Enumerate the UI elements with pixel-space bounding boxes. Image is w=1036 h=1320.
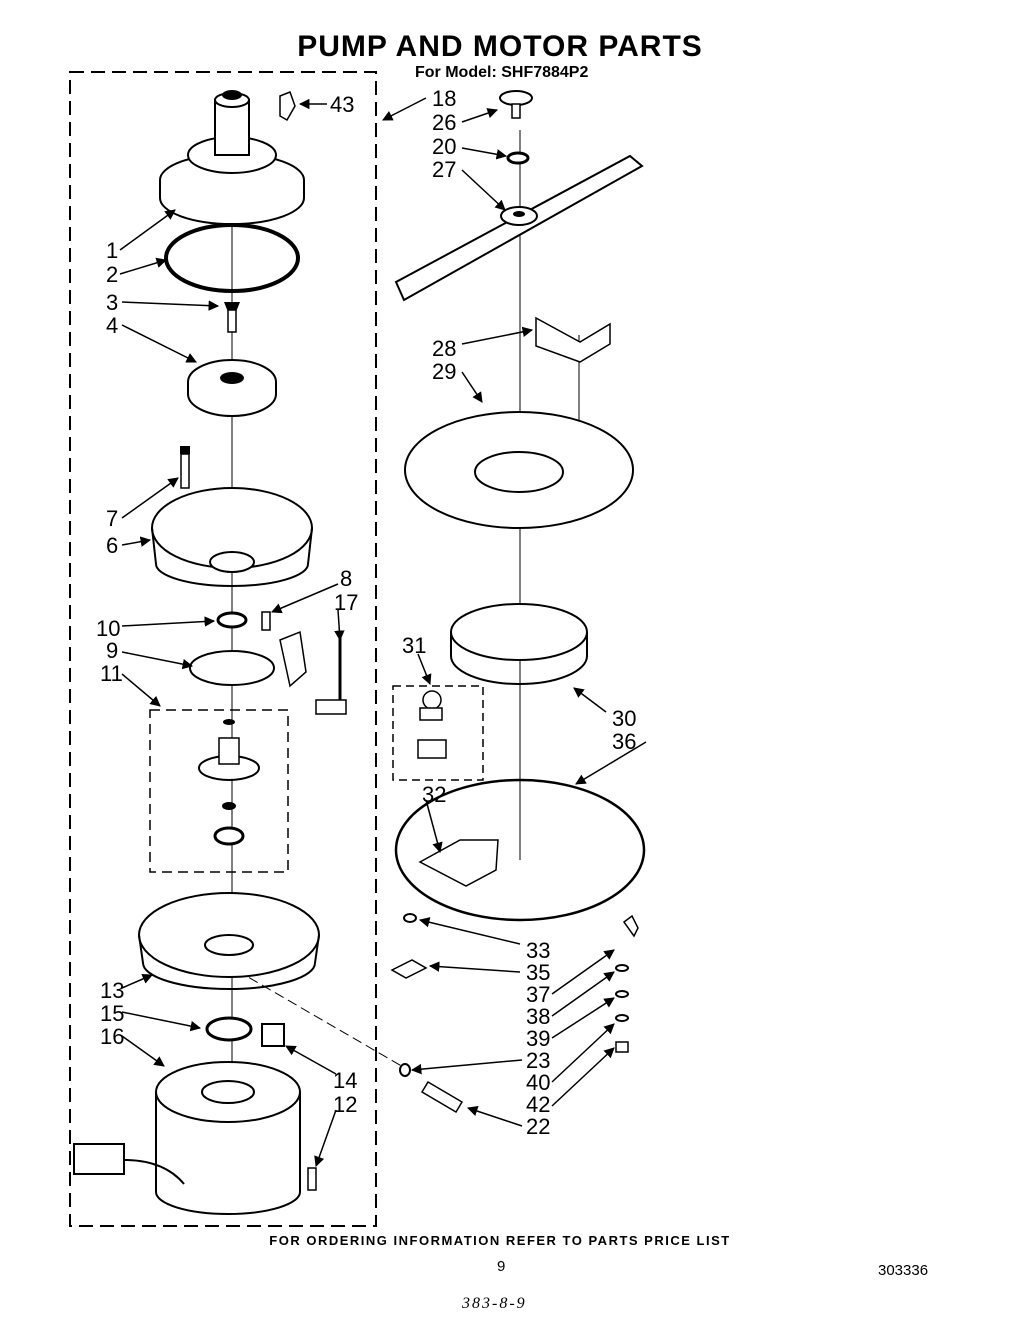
callout-39: 39: [526, 1026, 550, 1051]
seal-part-15: [205, 1016, 253, 1042]
motor-mount-part-13: [138, 892, 320, 990]
callout-3: 3: [106, 290, 118, 315]
bracket-part-35: [390, 959, 428, 979]
callout-23: 23: [526, 1048, 550, 1073]
screw-part-3: [224, 302, 240, 333]
callout-1: 1: [106, 238, 118, 263]
callout-27: 27: [432, 157, 456, 182]
callout-2: 2: [106, 262, 118, 287]
fitting-part-22: [420, 1080, 464, 1114]
spray-arm-part-27: [394, 154, 644, 302]
pump-assembly-box: [69, 71, 377, 1227]
callout-30: 30: [612, 706, 636, 731]
callout-33: 33: [526, 938, 550, 963]
callout-11: 11: [100, 661, 123, 686]
callout-40: 40: [526, 1070, 550, 1095]
callout-18: 18: [432, 86, 456, 111]
filter-part-29: [404, 411, 634, 529]
housing-part-6: [151, 487, 313, 587]
seal-ring-part-30: [450, 603, 588, 685]
parts-31-box: [392, 685, 484, 781]
callout-14: 14: [333, 1068, 357, 1093]
callout-10: 10: [96, 616, 120, 641]
callout-29: 29: [432, 359, 456, 384]
callout-26: 26: [432, 110, 456, 135]
handwritten-note: 383-8-9: [462, 1295, 527, 1312]
nut-part-33: [403, 913, 417, 923]
callout-12: 12: [333, 1092, 357, 1117]
sensor-part-17: [315, 636, 347, 715]
callout-22: 22: [526, 1114, 550, 1139]
callout-28: 28: [432, 336, 456, 361]
callout-37: 37: [526, 982, 550, 1007]
screw-part-8: [261, 611, 271, 631]
block-part-14: [261, 1023, 285, 1047]
callout-15: 15: [100, 1001, 124, 1026]
callout-31: 31: [402, 633, 426, 658]
ordering-footer: FOR ORDERING INFORMATION REFER TO PARTS …: [269, 1233, 731, 1248]
callout-9: 9: [106, 638, 118, 663]
callout-17: 17: [334, 590, 358, 615]
callout-36: 36: [612, 729, 636, 754]
callout-8: 8: [340, 566, 352, 591]
bracket-part-9: [279, 630, 307, 688]
callout-7: 7: [106, 506, 118, 531]
callout-16: 16: [100, 1024, 124, 1049]
motor-part-16: [73, 1061, 301, 1215]
page-number: 9: [497, 1258, 506, 1275]
leader-lines: [119, 97, 647, 1167]
callout-13: 13: [100, 978, 124, 1003]
hardware-stack-37-42: [615, 914, 639, 1053]
impeller-kit-box: [149, 709, 289, 873]
callout-43: 43: [330, 92, 354, 117]
callout-6: 6: [106, 533, 118, 558]
washer-part-20: [506, 151, 530, 165]
callout-labels: 43 1 2 3 4 7 6 8 17 10 9 11 13 15 16 14 …: [96, 86, 636, 1139]
pump-cover-part-1: [159, 90, 305, 225]
callout-4: 4: [106, 313, 118, 338]
bracket-part-32: [418, 839, 499, 887]
callout-20: 20: [432, 134, 456, 159]
cap-part-18: [499, 90, 533, 119]
oring-part-23: [399, 1063, 411, 1077]
model-subtitle: For Model: SHF7884P2: [415, 64, 589, 81]
document-number: 303336: [878, 1262, 929, 1279]
clip-part-28: [535, 316, 611, 363]
bolt-part-7: [180, 446, 190, 489]
screw-part-12: [307, 1167, 317, 1191]
impeller-part-11: [198, 719, 260, 846]
clip-part-43: [279, 91, 296, 122]
page-title: PUMP AND MOTOR PARTS: [297, 30, 703, 63]
parts-31: [417, 690, 447, 759]
callout-42: 42: [526, 1092, 550, 1117]
disc-part-4: [187, 359, 277, 417]
washer-part-10: [216, 611, 248, 629]
callout-38: 38: [526, 1004, 550, 1029]
callout-35: 35: [526, 960, 550, 985]
callout-32: 32: [422, 782, 446, 807]
wire-part-36: [394, 778, 646, 922]
plate-part-9: [189, 650, 275, 686]
